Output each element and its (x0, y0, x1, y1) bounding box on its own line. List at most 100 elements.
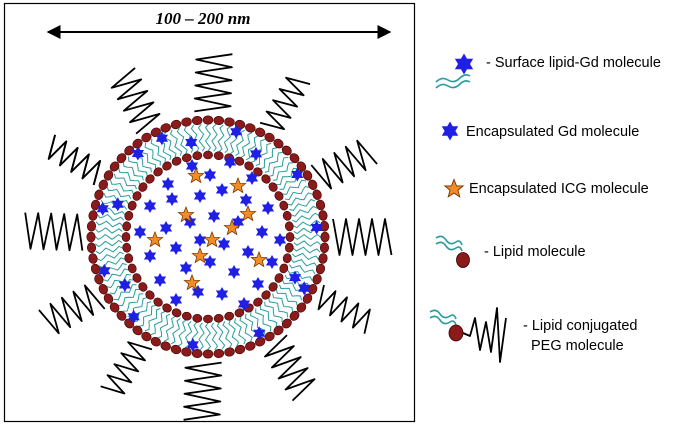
lipid-tail (128, 156, 148, 177)
peg-chain (47, 134, 101, 186)
lipid-tail (223, 125, 232, 154)
lipid-tail (275, 289, 298, 307)
lipid-head (124, 253, 134, 264)
lipid-tail (290, 258, 318, 268)
lipid-head (153, 167, 163, 177)
lipid-head (282, 253, 292, 264)
lipid-head (88, 210, 98, 221)
lipid-head (181, 347, 192, 357)
peg-chain (110, 67, 161, 135)
lipid-tail (96, 251, 124, 262)
lipid-tail (222, 321, 233, 349)
lipid-head (160, 123, 171, 133)
lipid-head (203, 314, 213, 324)
lipid-head (162, 303, 172, 313)
lipid-head (103, 293, 114, 304)
encapsulated-gd-icon (143, 199, 157, 213)
lipid-head (181, 117, 192, 127)
lipid-tail (264, 301, 283, 323)
lipid-head (312, 189, 322, 200)
outer-lipid-tails (94, 123, 322, 351)
lipid-tail (293, 240, 322, 247)
lipid-tail (216, 322, 226, 350)
encapsulated-gd-icon (179, 261, 193, 275)
lipid-tail (233, 318, 247, 345)
lipid-tail (109, 179, 134, 195)
lipid-head (124, 210, 134, 221)
lipid-tail (204, 123, 212, 152)
lipid-head (274, 191, 284, 201)
legend: - Surface lipid-Gd molecule Encapsulated… (429, 53, 661, 363)
lipid-head (141, 331, 152, 342)
lipid-head (302, 170, 313, 181)
lipid-tail (122, 162, 144, 181)
peg-chain (100, 341, 153, 395)
lipid-head (312, 274, 322, 285)
lipid-head (255, 127, 266, 137)
encapsulated-gd-icon (261, 201, 275, 215)
encapsulated-gd-icon (165, 192, 179, 206)
encapsulated-icg-icon (203, 231, 221, 247)
lipid-tail (292, 246, 321, 254)
lipid-head (181, 153, 192, 163)
lipid-tail (255, 308, 272, 332)
peg-chain (259, 76, 311, 130)
lipid-head (279, 263, 289, 274)
lipid-tail (240, 132, 253, 158)
lipid-head (116, 153, 127, 164)
lipid-tail (285, 185, 310, 201)
lipid-tail (103, 268, 129, 282)
lipid-head (261, 174, 271, 184)
lipid-tail (150, 138, 166, 163)
lipid-head (98, 284, 108, 295)
lipid-head (116, 310, 127, 321)
legend-surface-gd-icon (435, 53, 474, 89)
encapsulated-gd-icon (227, 265, 241, 279)
lipid-tail (268, 297, 288, 318)
encapsulated-gd-icon (215, 287, 229, 301)
lipid-tail (276, 167, 299, 186)
lipid-head (253, 297, 263, 307)
encapsulated-gd-icon (161, 177, 175, 191)
lipid-head (281, 145, 292, 156)
lipid-head (170, 344, 182, 355)
lipid-head (202, 349, 214, 359)
lipid-tail (293, 219, 321, 229)
lipid-tail (138, 304, 156, 327)
lipid-tail (95, 220, 124, 228)
lipid-tail (290, 205, 318, 217)
lipid-head (315, 199, 326, 211)
encapsulated-gd-icon (153, 273, 167, 287)
encapsulated-gd-icon (217, 237, 231, 251)
encapsulated-gd-icon (203, 255, 217, 269)
surface-gd-icon (249, 146, 263, 161)
lipid-head (308, 284, 318, 295)
lipid-head (162, 161, 172, 171)
lipid-tail (94, 227, 123, 234)
lipid-tail (287, 192, 313, 206)
encapsulated-gd-icon (241, 245, 255, 259)
lipid-head (127, 200, 137, 211)
lipid-head (318, 210, 328, 221)
encapsulated-gd-icon (207, 209, 221, 223)
lipid-head (244, 161, 254, 171)
lipid-tail (211, 123, 218, 152)
lipid-head (285, 232, 295, 242)
lipid-head (245, 123, 256, 133)
lipid-tail (94, 239, 123, 248)
legend-peg-label-line1: - Lipid conjugated (523, 318, 637, 334)
lipid-head (268, 282, 278, 292)
lipid-head (224, 117, 235, 127)
lipid-head (224, 347, 235, 357)
lipid-tail (106, 186, 132, 200)
lipid-tail (259, 305, 278, 328)
lipid-tail (117, 288, 140, 307)
peg-chain (183, 361, 223, 421)
lipid-head (245, 341, 256, 351)
lipid-head (213, 348, 225, 359)
encapsulated-gd-icon (169, 241, 183, 255)
lipid-head (127, 263, 137, 274)
legend-lipid-label: - Lipid molecule (484, 244, 586, 260)
lipid-tail (260, 147, 278, 170)
